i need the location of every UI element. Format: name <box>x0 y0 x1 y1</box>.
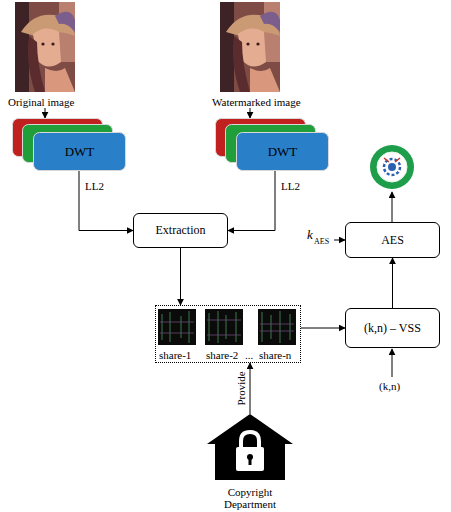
process-box: AES <box>345 222 440 258</box>
share-image <box>162 311 189 343</box>
photo <box>15 2 29 92</box>
logo-seal <box>370 145 414 189</box>
share-image <box>207 320 241 335</box>
photo <box>41 42 44 45</box>
box-label: (k,n) – VSS <box>364 321 421 336</box>
text-label: AES <box>313 237 330 246</box>
dwt-box: DWT <box>215 118 329 171</box>
share-image <box>260 324 294 331</box>
arrow <box>334 240 345 241</box>
photo <box>220 2 234 92</box>
photo <box>220 2 280 92</box>
share-group: share-1 share-2... share-n <box>155 305 301 363</box>
share-image <box>209 311 236 343</box>
arrow <box>392 192 393 222</box>
logo-seal <box>377 152 407 182</box>
share-image <box>205 309 243 345</box>
photo <box>260 12 280 32</box>
box-label: DWT <box>65 144 95 160</box>
arrow <box>392 349 393 377</box>
photo <box>45 68 75 92</box>
photo <box>51 42 54 45</box>
connector <box>79 171 133 231</box>
house-lock-icon <box>241 432 259 448</box>
process-box: Extraction <box>133 213 228 248</box>
photo <box>256 42 259 45</box>
dwt-layer <box>237 133 329 171</box>
photo <box>233 36 250 92</box>
department-node: Copyright Department <box>205 414 295 510</box>
connector <box>301 328 345 329</box>
arrow <box>334 192 392 377</box>
box-label: Extraction <box>156 223 206 238</box>
house-lock-icon <box>207 414 293 480</box>
logo-seal <box>388 163 396 171</box>
photo <box>15 2 75 92</box>
photo <box>220 2 280 92</box>
process-box: (k,n) – VSS <box>345 308 440 348</box>
connector <box>250 363 251 414</box>
photo <box>250 68 280 92</box>
connector <box>392 258 393 308</box>
photo <box>28 36 45 92</box>
house-lock-icon <box>249 458 252 465</box>
dwt-label-area: DWT <box>34 133 125 170</box>
share-image <box>262 311 290 343</box>
caption: Watermarked image <box>212 96 301 108</box>
share-image <box>258 309 296 345</box>
edge-label: Provide <box>234 370 247 406</box>
share-image <box>160 322 194 333</box>
logo-seal <box>370 145 414 189</box>
photo <box>246 42 249 45</box>
box-label: DWT <box>268 144 298 160</box>
logo-seal <box>384 158 400 162</box>
edge-label: LL2 <box>84 180 105 193</box>
photo <box>55 12 75 32</box>
dwt-label-area: DWT <box>237 133 328 170</box>
connector <box>180 248 181 305</box>
box-label: AES <box>381 233 404 248</box>
text-label: (k,n) <box>378 380 401 393</box>
dwt-box: DWT <box>12 118 126 171</box>
logo-seal <box>384 159 400 175</box>
logo-seal <box>377 152 407 182</box>
house-lock-icon <box>236 447 264 471</box>
share-label: share-2 <box>206 349 238 361</box>
edge-label: LL2 <box>280 180 301 193</box>
connector <box>228 171 275 231</box>
share-label: share-1 <box>159 349 191 361</box>
caption: Original image <box>8 96 74 108</box>
share-image <box>158 309 296 345</box>
connector <box>45 108 46 118</box>
connector <box>250 108 251 118</box>
share-image <box>158 309 196 345</box>
share-label: ... <box>245 349 253 361</box>
image-caption-node: Original image <box>8 2 108 108</box>
house-lock-icon <box>207 414 293 480</box>
image-caption-node: Watermarked image <box>212 2 322 108</box>
share-label: share-n <box>259 349 291 361</box>
photo <box>15 2 75 92</box>
caption: Copyright Department <box>207 486 293 510</box>
dwt-layer <box>34 133 126 171</box>
